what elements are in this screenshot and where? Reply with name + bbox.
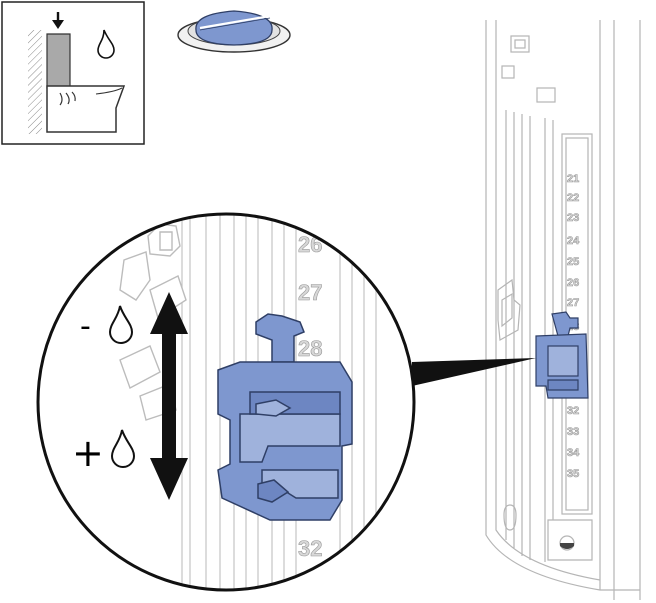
tank-scale-number: 34 — [567, 447, 580, 459]
zoom-magnifier: 26 27 28 30 32 — [36, 212, 416, 592]
cistern-body — [485, 20, 641, 600]
double-arrow-icon — [150, 292, 188, 500]
tank-scale: 21 22 23 24 25 26 27 28 30 32 33 34 35 — [567, 173, 581, 481]
flush-info-box — [1, 1, 145, 145]
zoom-scale-number: 27 — [298, 280, 322, 305]
tank-scale-number: 35 — [567, 468, 579, 480]
wall-hatch — [28, 30, 42, 134]
tank-scale-number: 33 — [567, 426, 579, 438]
minus-label: - — [80, 309, 91, 344]
tank-scale-number: 27 — [567, 297, 579, 309]
zoom-scale-number: 28 — [298, 336, 322, 361]
zoom-scale-number: 32 — [298, 536, 322, 561]
flush-button-icon — [177, 10, 291, 53]
zoom-scale-number: 26 — [298, 232, 322, 257]
toilet-flush-icon — [46, 12, 126, 133]
plus-label: + — [72, 431, 104, 475]
tank-scale-number: 24 — [567, 235, 580, 247]
tank-scale-number: 26 — [567, 277, 579, 289]
tank-scale-number: 32 — [567, 405, 579, 417]
tank-scale-number: 21 — [567, 173, 579, 185]
water-drop-icon — [110, 429, 136, 468]
tank-scale-number: 22 — [567, 192, 579, 204]
adjuster-clip — [217, 313, 353, 521]
water-drop-icon — [97, 29, 115, 59]
minus-indicator: - — [80, 305, 134, 344]
plus-indicator: + — [72, 429, 136, 475]
callout-pointer — [412, 358, 536, 386]
water-drop-icon — [108, 305, 134, 344]
tank-adjuster-clip — [535, 311, 589, 399]
tank-scale-number: 25 — [567, 256, 579, 268]
tank-scale-number: 23 — [567, 212, 579, 224]
